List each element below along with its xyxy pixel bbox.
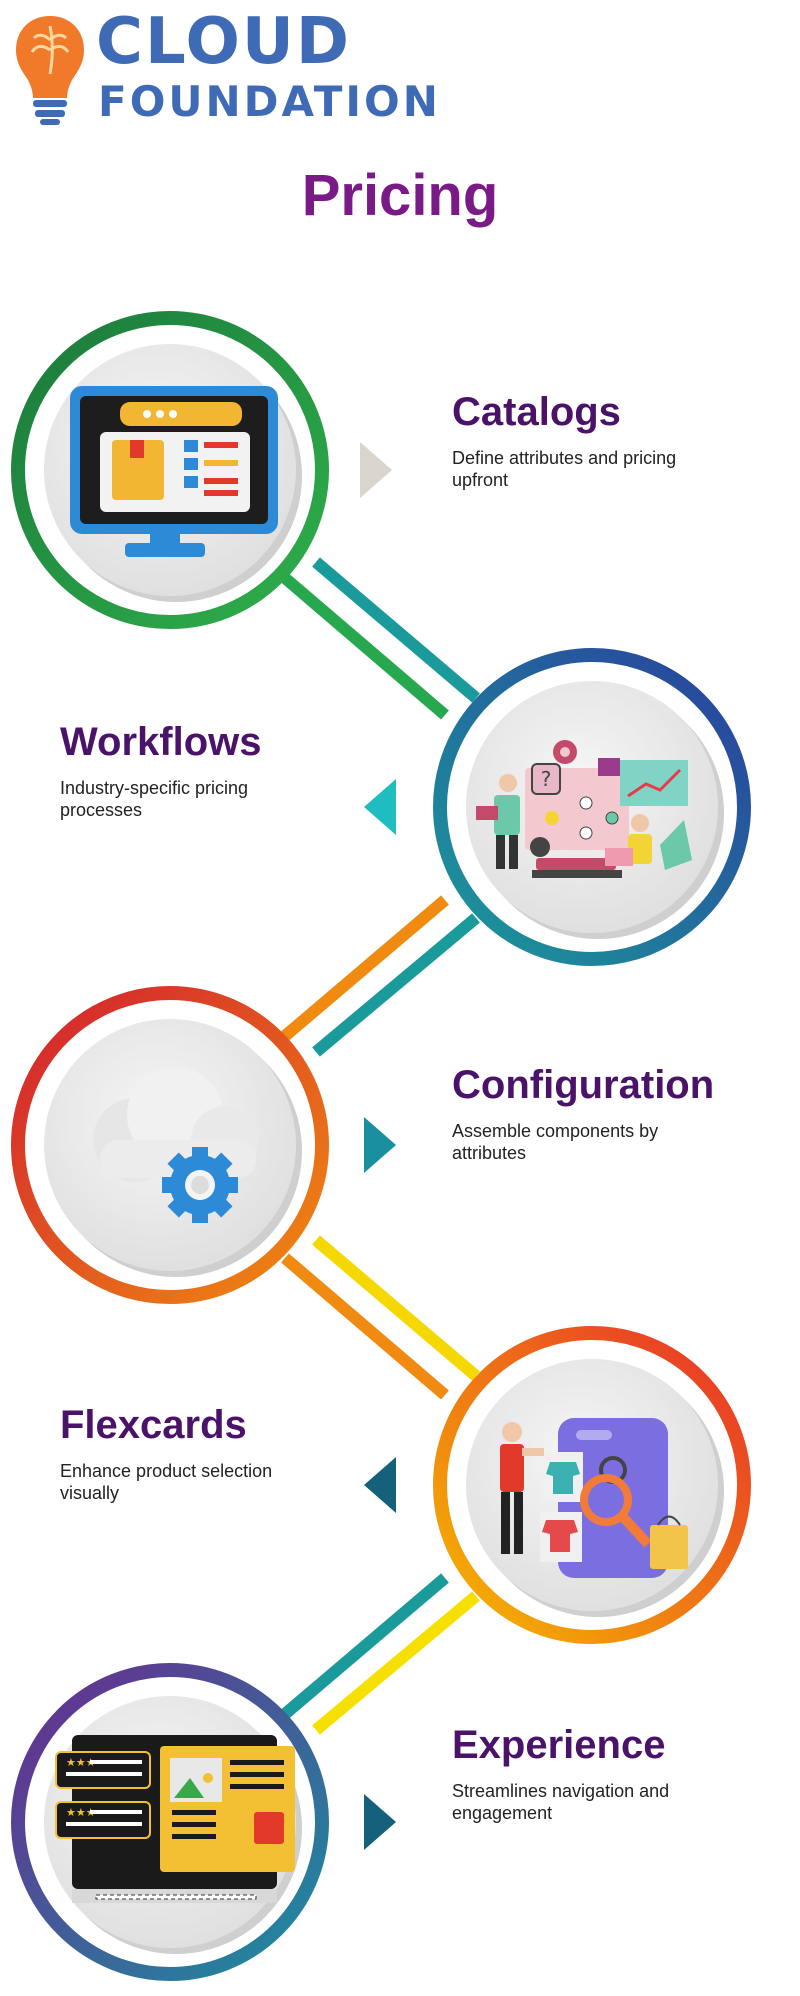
step-title: Workflows [60,720,262,764]
arrow-4 [364,1457,396,1513]
arrow-1 [360,442,392,498]
step-description: Industry-specific pricing processes [60,778,249,820]
arrow-3 [364,1117,396,1173]
step-title: Catalogs [452,390,621,434]
brand-name-line2: FOUNDATION [98,77,441,126]
svg-text:?: ? [541,767,552,791]
lightbulb-logo-icon [16,16,84,125]
step-2-ring [433,648,751,966]
step-title: Experience [452,1723,666,1767]
workflow-team-icon: ? [476,740,692,878]
connector-1-2 [281,557,480,720]
step-description: Assemble components by attributes [452,1121,659,1163]
step-2-text: Workflows Industry-specific pricing proc… [60,720,310,821]
page-title: Pricing [301,163,499,228]
step-title: Flexcards [60,1403,247,1447]
svg-text:★★★: ★★★ [66,1806,96,1819]
connector-4-5 [281,1573,480,1735]
step-3-text: Configuration Assemble components by att… [452,1063,714,1164]
step-title: Configuration [452,1063,715,1107]
shopping-app-icon [500,1418,688,1578]
arrow-5 [364,1794,396,1850]
monitor-catalog-icon [70,386,278,557]
svg-text:★★★: ★★★ [66,1756,96,1769]
connector-2-3 [281,895,480,1057]
step-description: Enhance product selection visually [60,1461,273,1503]
step-1-text: Catalogs Define attributes and pricing u… [452,390,702,491]
step-4-text: Flexcards Enhance product selection visu… [60,1403,310,1504]
web-layout-icon: ★★★ ★★★ [55,1735,295,1903]
step-description: Streamlines navigation and engagement [452,1781,670,1823]
connector-3-4 [281,1235,480,1400]
cloud-gear-icon [93,1067,259,1223]
step-5-text: Experience Streamlines navigation and en… [452,1723,702,1824]
arrow-2 [364,779,396,835]
step-description: Define attributes and pricing upfront [452,448,677,490]
brand-name-line1: CLOUD [96,5,351,79]
